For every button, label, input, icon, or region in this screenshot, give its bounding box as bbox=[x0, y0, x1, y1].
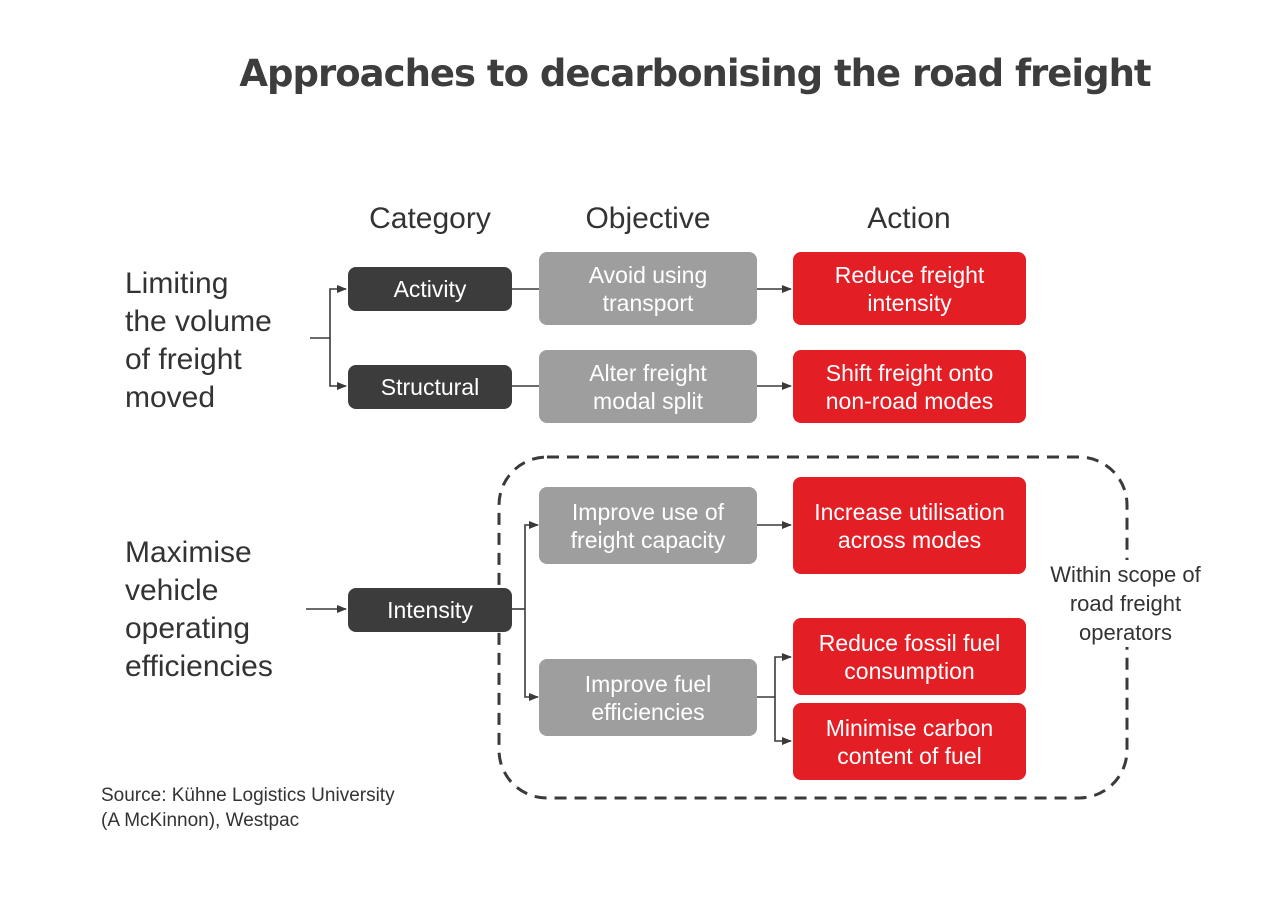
category-box-intensity: Intensity bbox=[348, 588, 512, 632]
connector-fuel-to-fossil bbox=[774, 653, 792, 697]
column-header-category: Category bbox=[369, 202, 491, 235]
action-box-reduce-freight-intensity: Reduce freight intensity bbox=[793, 252, 1026, 325]
category-box-structural: Structural bbox=[348, 365, 512, 409]
group-label-line: of freight bbox=[125, 343, 242, 376]
category-box-activity: Activity bbox=[348, 267, 512, 311]
action-box-shift-freight: Shift freight onto non-road modes bbox=[793, 350, 1026, 423]
group-label-line: moved bbox=[125, 381, 216, 414]
group-label-line: efficiencies bbox=[125, 650, 273, 683]
group-label-limiting-volume: Limiting the volume of freight moved bbox=[125, 265, 272, 417]
column-header-objective: Objective bbox=[585, 202, 711, 235]
objective-box-improve-capacity: Improve use of freight capacity bbox=[539, 487, 757, 564]
connector-fuel-to-carbon bbox=[774, 697, 792, 745]
objective-box-improve-fuel: Improve fuel efficiencies bbox=[539, 659, 757, 736]
objective-box-alter-modal-split: Alter freight modal split bbox=[539, 350, 757, 423]
group-label-line: Maximise bbox=[125, 536, 252, 569]
scope-label: Within scope of road freight operators bbox=[1048, 560, 1203, 647]
connector-intensity-to-fuel bbox=[524, 609, 539, 701]
group-label-line: operating bbox=[125, 612, 251, 645]
group-label-maximise-efficiency: Maximise vehicle operating efficiencies bbox=[125, 534, 273, 686]
action-box-minimise-carbon: Minimise carbon content of fuel bbox=[793, 703, 1026, 780]
source-line: Source: Kühne Logistics University bbox=[101, 785, 395, 806]
connector-group1-to-activity bbox=[310, 285, 347, 339]
connector-group1-to-structural bbox=[329, 338, 347, 390]
action-box-increase-utilisation: Increase utilisation across modes bbox=[793, 477, 1026, 574]
connector-intensity-to-capacity bbox=[524, 521, 539, 609]
group-label-line: Limiting bbox=[125, 267, 229, 300]
action-box-reduce-fossil-fuel: Reduce fossil fuel consumption bbox=[793, 618, 1026, 695]
column-header-action: Action bbox=[867, 202, 951, 235]
objective-box-avoid-transport: Avoid using transport bbox=[539, 252, 757, 325]
diagram-title: Approaches to decarbonising the road fre… bbox=[239, 52, 1151, 95]
group-label-line: the volume bbox=[125, 305, 272, 338]
source-line: (A McKinnon), Westpac bbox=[101, 810, 300, 831]
source-note: Source: Kühne Logistics University (A Mc… bbox=[101, 783, 395, 833]
group-label-line: vehicle bbox=[125, 574, 219, 607]
